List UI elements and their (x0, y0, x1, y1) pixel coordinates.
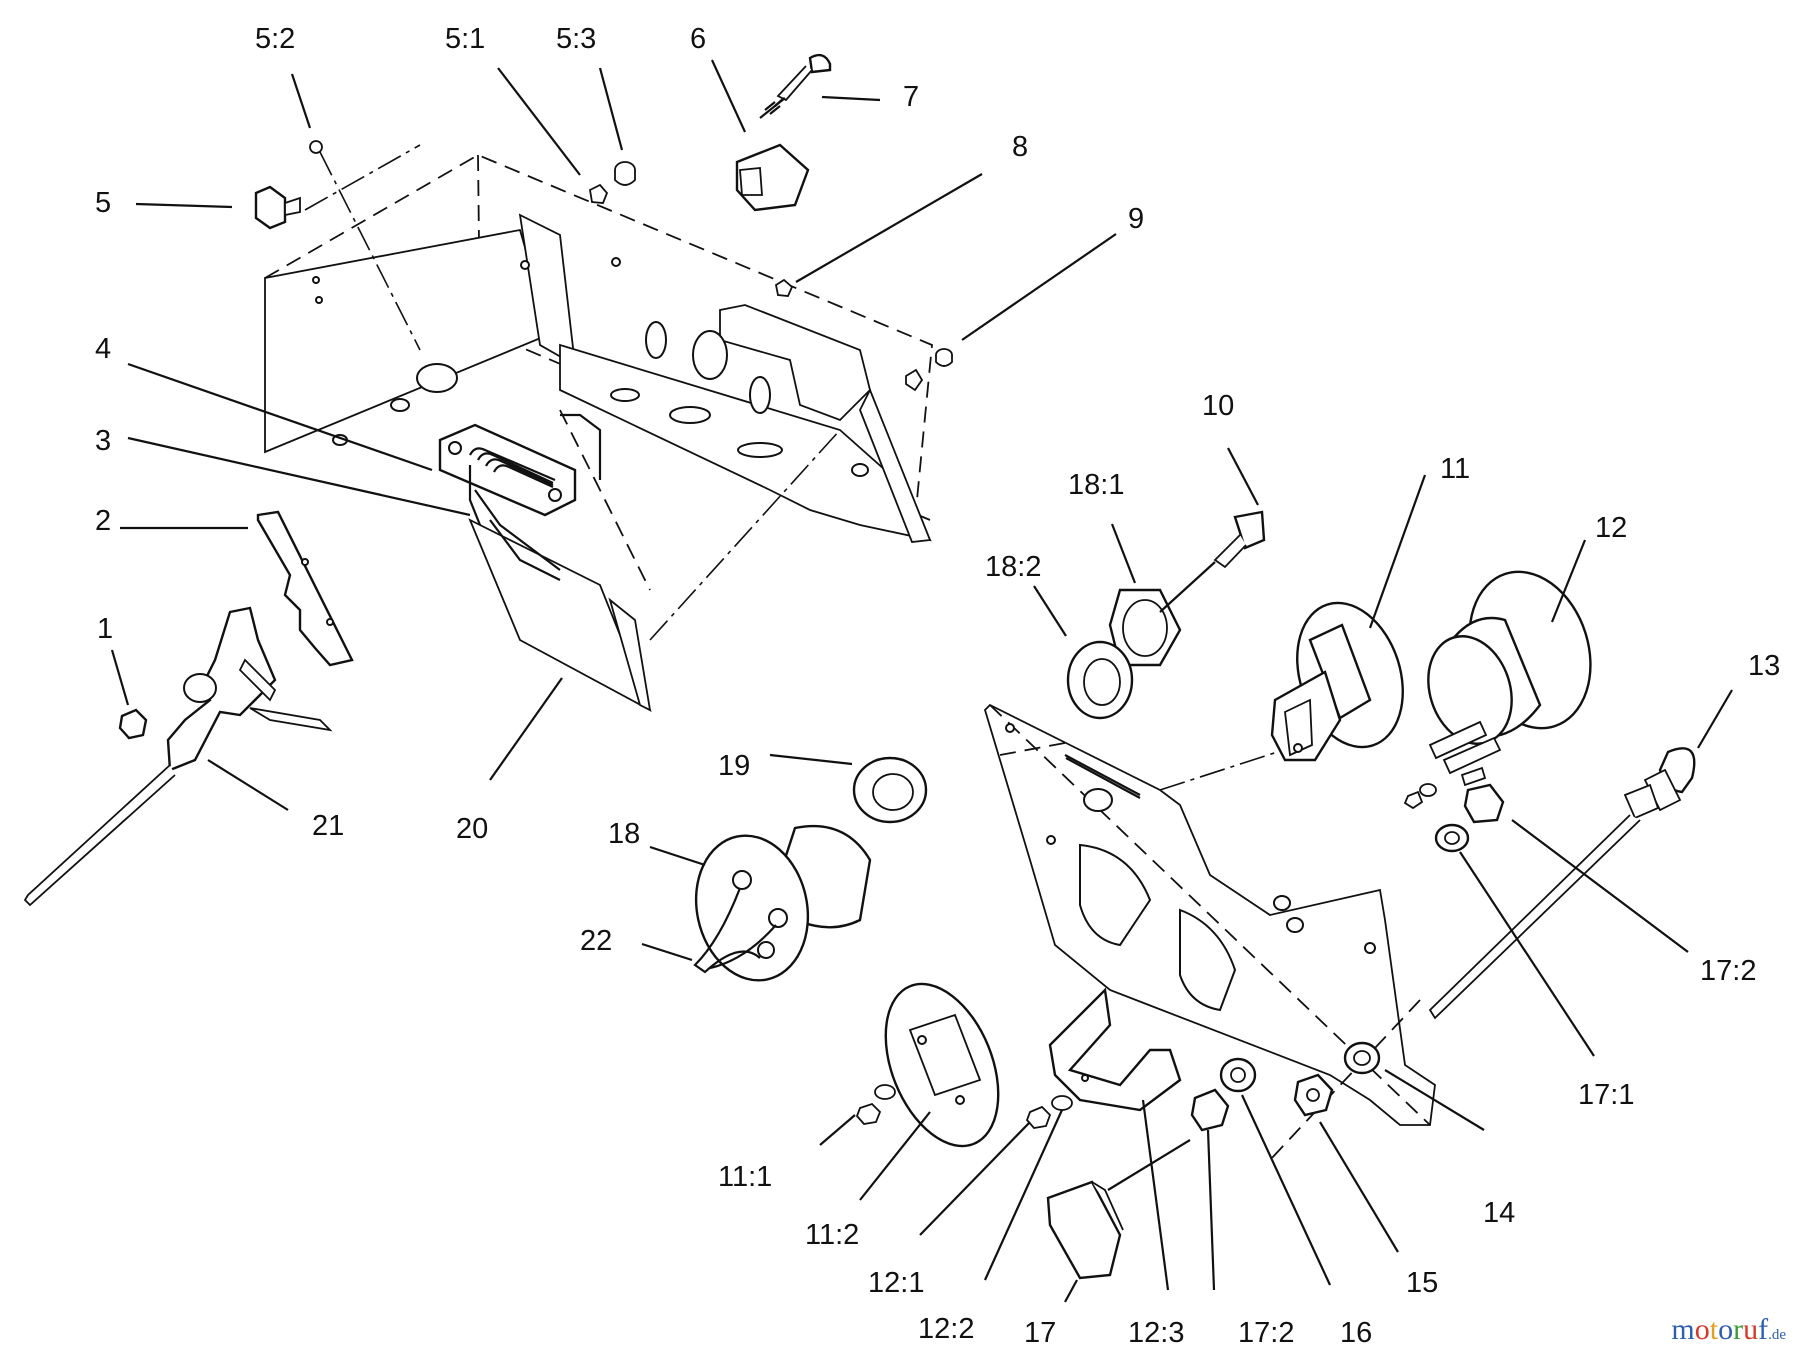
callout-1: 1 (97, 613, 113, 645)
callout-2: 2 (95, 505, 111, 537)
nut-part-17-2-upper (1463, 783, 1505, 824)
callout-18-1: 18:1 (1068, 469, 1124, 501)
terminal-strip (438, 423, 577, 571)
callout-14: 14 (1483, 1197, 1515, 1229)
watermark-logo: motoruf.de (1671, 1313, 1786, 1346)
callout-17: 17 (1024, 1317, 1056, 1349)
knob-part-6 (735, 143, 810, 212)
washer-part-17-1 (1434, 823, 1470, 853)
flange-part-11-2 (884, 982, 1000, 1148)
callout-12-3: 12:3 (1128, 1317, 1184, 1349)
callout-12-2: 12:2 (918, 1313, 974, 1345)
nut-part-15 (1293, 1073, 1334, 1117)
callout-17-1: 17:1 (1578, 1079, 1634, 1111)
callout-18-2: 18:2 (985, 551, 1041, 583)
callout-13: 13 (1748, 650, 1780, 682)
nut-part-8 (774, 278, 794, 297)
callout-12: 12 (1595, 512, 1627, 544)
knob-part-5 (254, 140, 323, 230)
key-part-10 (1159, 510, 1266, 613)
callout-5-1: 5:1 (445, 23, 485, 55)
callout-5-2: 5:2 (255, 23, 295, 55)
callout-15: 15 (1406, 1267, 1438, 1299)
washer-part-19 (852, 756, 928, 824)
callout-labels: 5:2 5:1 5:3 6 7 5 8 9 4 3 2 1 10 18:1 11… (95, 23, 1780, 1349)
nut-part-17-2-lower (1190, 1088, 1230, 1132)
callout-7: 7 (903, 81, 919, 113)
switch-part-18 (693, 824, 872, 982)
callout-11-2: 11:2 (805, 1219, 859, 1251)
spacer-5-3 (614, 161, 636, 186)
callout-10: 10 (1202, 390, 1234, 422)
choke-cable-part-13 (1269, 747, 1696, 1161)
callout-11: 11 (1440, 453, 1470, 485)
gauge-part-12 (1427, 570, 1592, 787)
callout-8: 8 (1012, 131, 1028, 163)
callout-3: 3 (95, 425, 111, 457)
meter-part-11 (1270, 601, 1404, 762)
control-housing (264, 144, 933, 543)
callout-5-3: 5:3 (556, 23, 596, 55)
switch-part-17 (1046, 1139, 1191, 1280)
callout-21: 21 (312, 810, 344, 842)
wiring-board (468, 409, 841, 712)
callout-20: 20 (456, 813, 488, 845)
callout-9: 9 (1128, 203, 1144, 235)
nut-part-11-1 (855, 1084, 896, 1125)
callout-11-1: 11:1 (718, 1161, 772, 1193)
callout-12-1: 12:1 (868, 1267, 924, 1299)
watermark-tld: .de (1768, 1327, 1786, 1343)
callout-17-2-lower: 17:2 (1238, 1317, 1294, 1349)
washer-part-12-2 (1051, 1095, 1073, 1111)
nut-lock-upper (1403, 783, 1437, 810)
callout-18: 18 (608, 818, 640, 850)
nut-part-1 (118, 708, 148, 740)
callout-6: 6 (690, 23, 706, 55)
leader-lines (110, 59, 1733, 1303)
callout-4: 4 (95, 333, 111, 365)
callout-19: 19 (718, 750, 750, 782)
callout-16: 16 (1340, 1317, 1372, 1349)
bracket-part-12-3 (1048, 987, 1182, 1112)
callout-22: 22 (580, 925, 612, 957)
screw-part-7 (759, 53, 832, 119)
nut-5-1 (589, 183, 609, 204)
lever-part-21 (23, 606, 333, 907)
spacer-part-14 (1343, 1041, 1381, 1075)
callout-5: 5 (95, 187, 111, 219)
washer-part-18-2 (1066, 640, 1134, 720)
bracket-part-2 (256, 510, 354, 667)
washer-part-16 (1219, 1057, 1257, 1093)
nut-part-12-1 (1025, 1105, 1052, 1129)
callout-17-2-upper: 17:2 (1700, 955, 1756, 987)
pin-part-9 (905, 348, 953, 392)
